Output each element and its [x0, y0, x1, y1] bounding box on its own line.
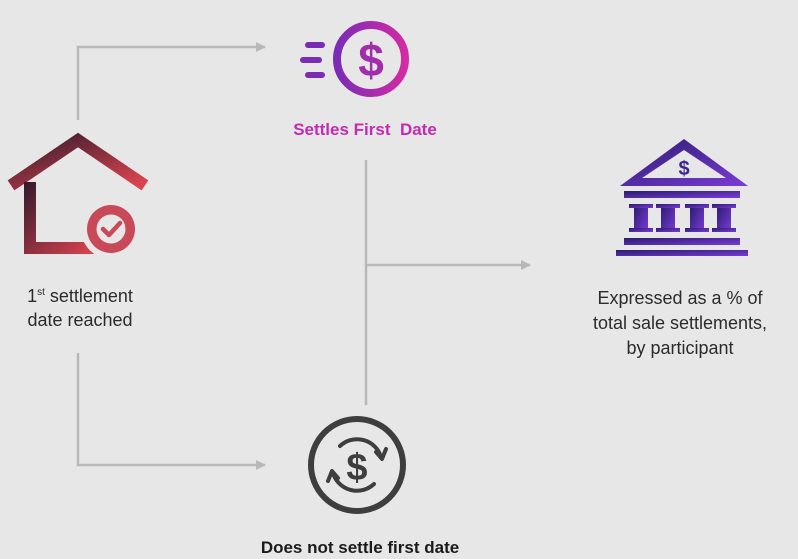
outcome-label-line2: total sale settlements, [592, 313, 768, 333]
svg-text:$: $ [358, 34, 384, 86]
connector-to-settles [76, 42, 266, 120]
outcome-label-line1: Expressed as a % of [597, 288, 763, 308]
outcome-label: Expressed as a % of total sale settlemen… [562, 286, 798, 361]
connectors [76, 42, 531, 470]
house-check-icon [7, 132, 149, 259]
start-label-line2: date reached [27, 310, 133, 330]
not-settles-label: Does not settle first date [260, 538, 460, 557]
outcome-label-line3: by participant [626, 338, 734, 358]
start-label-number: 1 [27, 286, 38, 306]
settles-label: Settles First Date [293, 120, 437, 139]
dollar-cycle-icon: $ [308, 416, 406, 514]
start-label-line1-rest: settlement [44, 286, 133, 306]
dollar-coin-icon: $ [300, 21, 409, 97]
start-label: 1st settlement date reached [0, 284, 160, 332]
bank-dollar-sign: $ [678, 158, 689, 180]
svg-text:$: $ [346, 447, 367, 489]
connector-to-not-settles [76, 353, 266, 470]
start-label-superscript: st [37, 287, 45, 298]
start-label-line1: 1st settlement [0, 284, 160, 308]
bank-icon: $ [616, 139, 748, 256]
